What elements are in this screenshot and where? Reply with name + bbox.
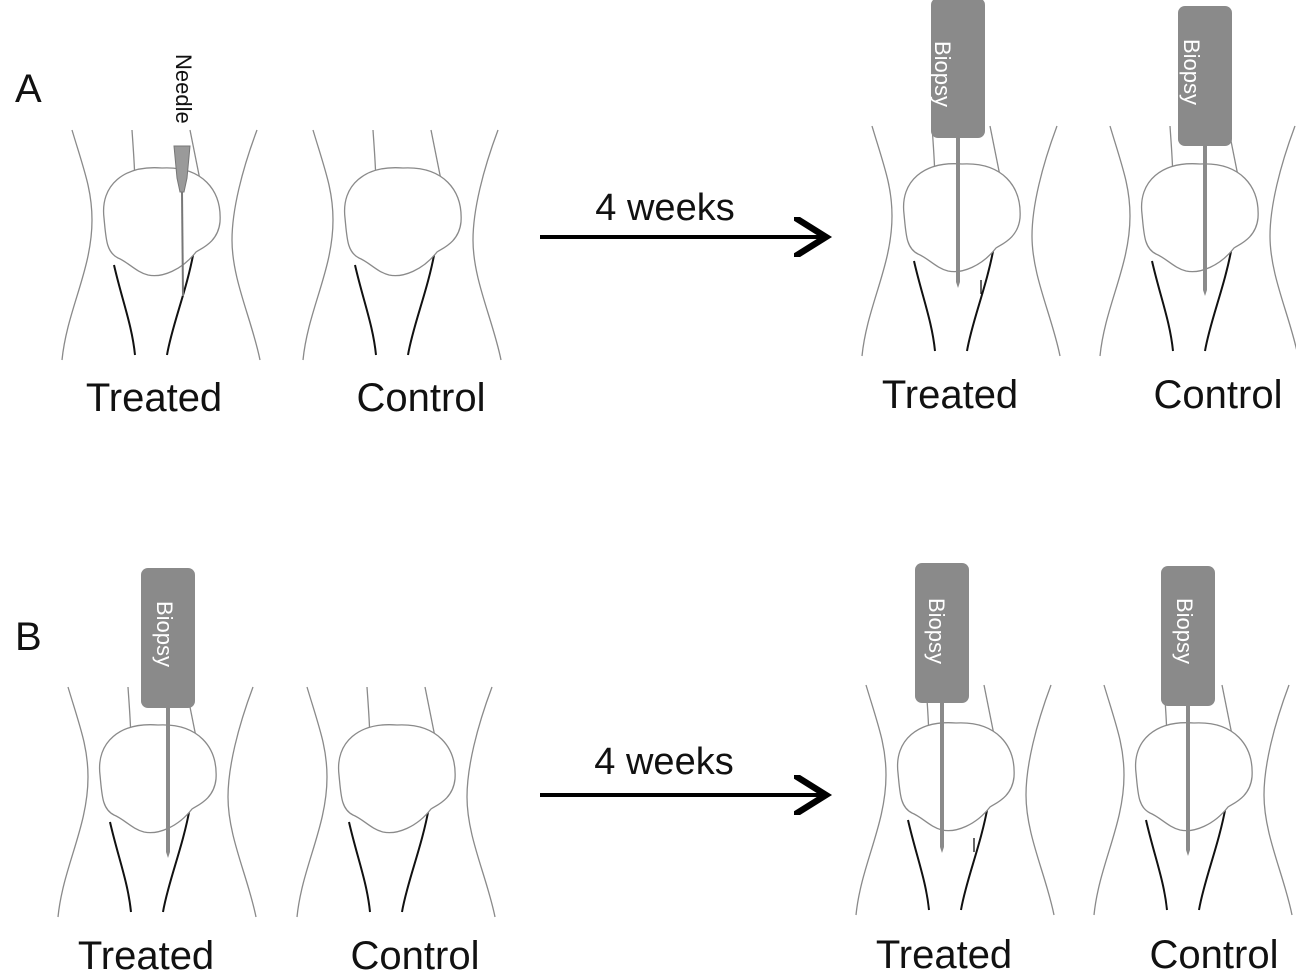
- biopsy-label-before-b: Biopsy: [152, 601, 177, 667]
- knee-control-after-b: [1094, 685, 1292, 915]
- control-label-after-b: Control: [1150, 933, 1279, 977]
- knee-control-after-a: [1100, 126, 1296, 356]
- knee-control-before-a: [303, 130, 501, 360]
- biopsy-label-treated-after-a: Biopsy: [930, 41, 955, 107]
- panel-letter-b: B: [15, 615, 42, 659]
- knee-treated-before-a: [62, 130, 260, 360]
- needle-label: Needle: [171, 54, 196, 124]
- panel-a: A Needle Treated Control 4 weeks Bio: [15, 0, 1296, 420]
- knee-treated-after-a: [862, 126, 1060, 356]
- control-label-before-b: Control: [351, 934, 480, 978]
- arrow-label-b: 4 weeks: [594, 741, 733, 783]
- biopsy-label-treated-after-b: Biopsy: [924, 598, 949, 664]
- treated-label-before-a: Treated: [86, 376, 222, 420]
- treated-label-after-a: Treated: [882, 373, 1018, 417]
- control-label-before-a: Control: [357, 376, 486, 420]
- arrow-label-a: 4 weeks: [595, 187, 734, 229]
- panel-letter-a: A: [15, 67, 42, 111]
- biopsy-label-control-after-b: Biopsy: [1172, 598, 1197, 664]
- knee-control-before-b: [297, 687, 495, 917]
- biopsy-label-control-after-a: Biopsy: [1179, 39, 1204, 105]
- treated-label-before-b: Treated: [78, 934, 214, 978]
- knee-treated-after-b: [856, 685, 1054, 915]
- knee-treated-before-b: [58, 687, 256, 917]
- treated-label-after-b: Treated: [876, 933, 1012, 977]
- control-label-after-a: Control: [1154, 373, 1283, 417]
- panel-b: B Biopsy Treated Control 4 weeks Biopsy: [15, 563, 1292, 978]
